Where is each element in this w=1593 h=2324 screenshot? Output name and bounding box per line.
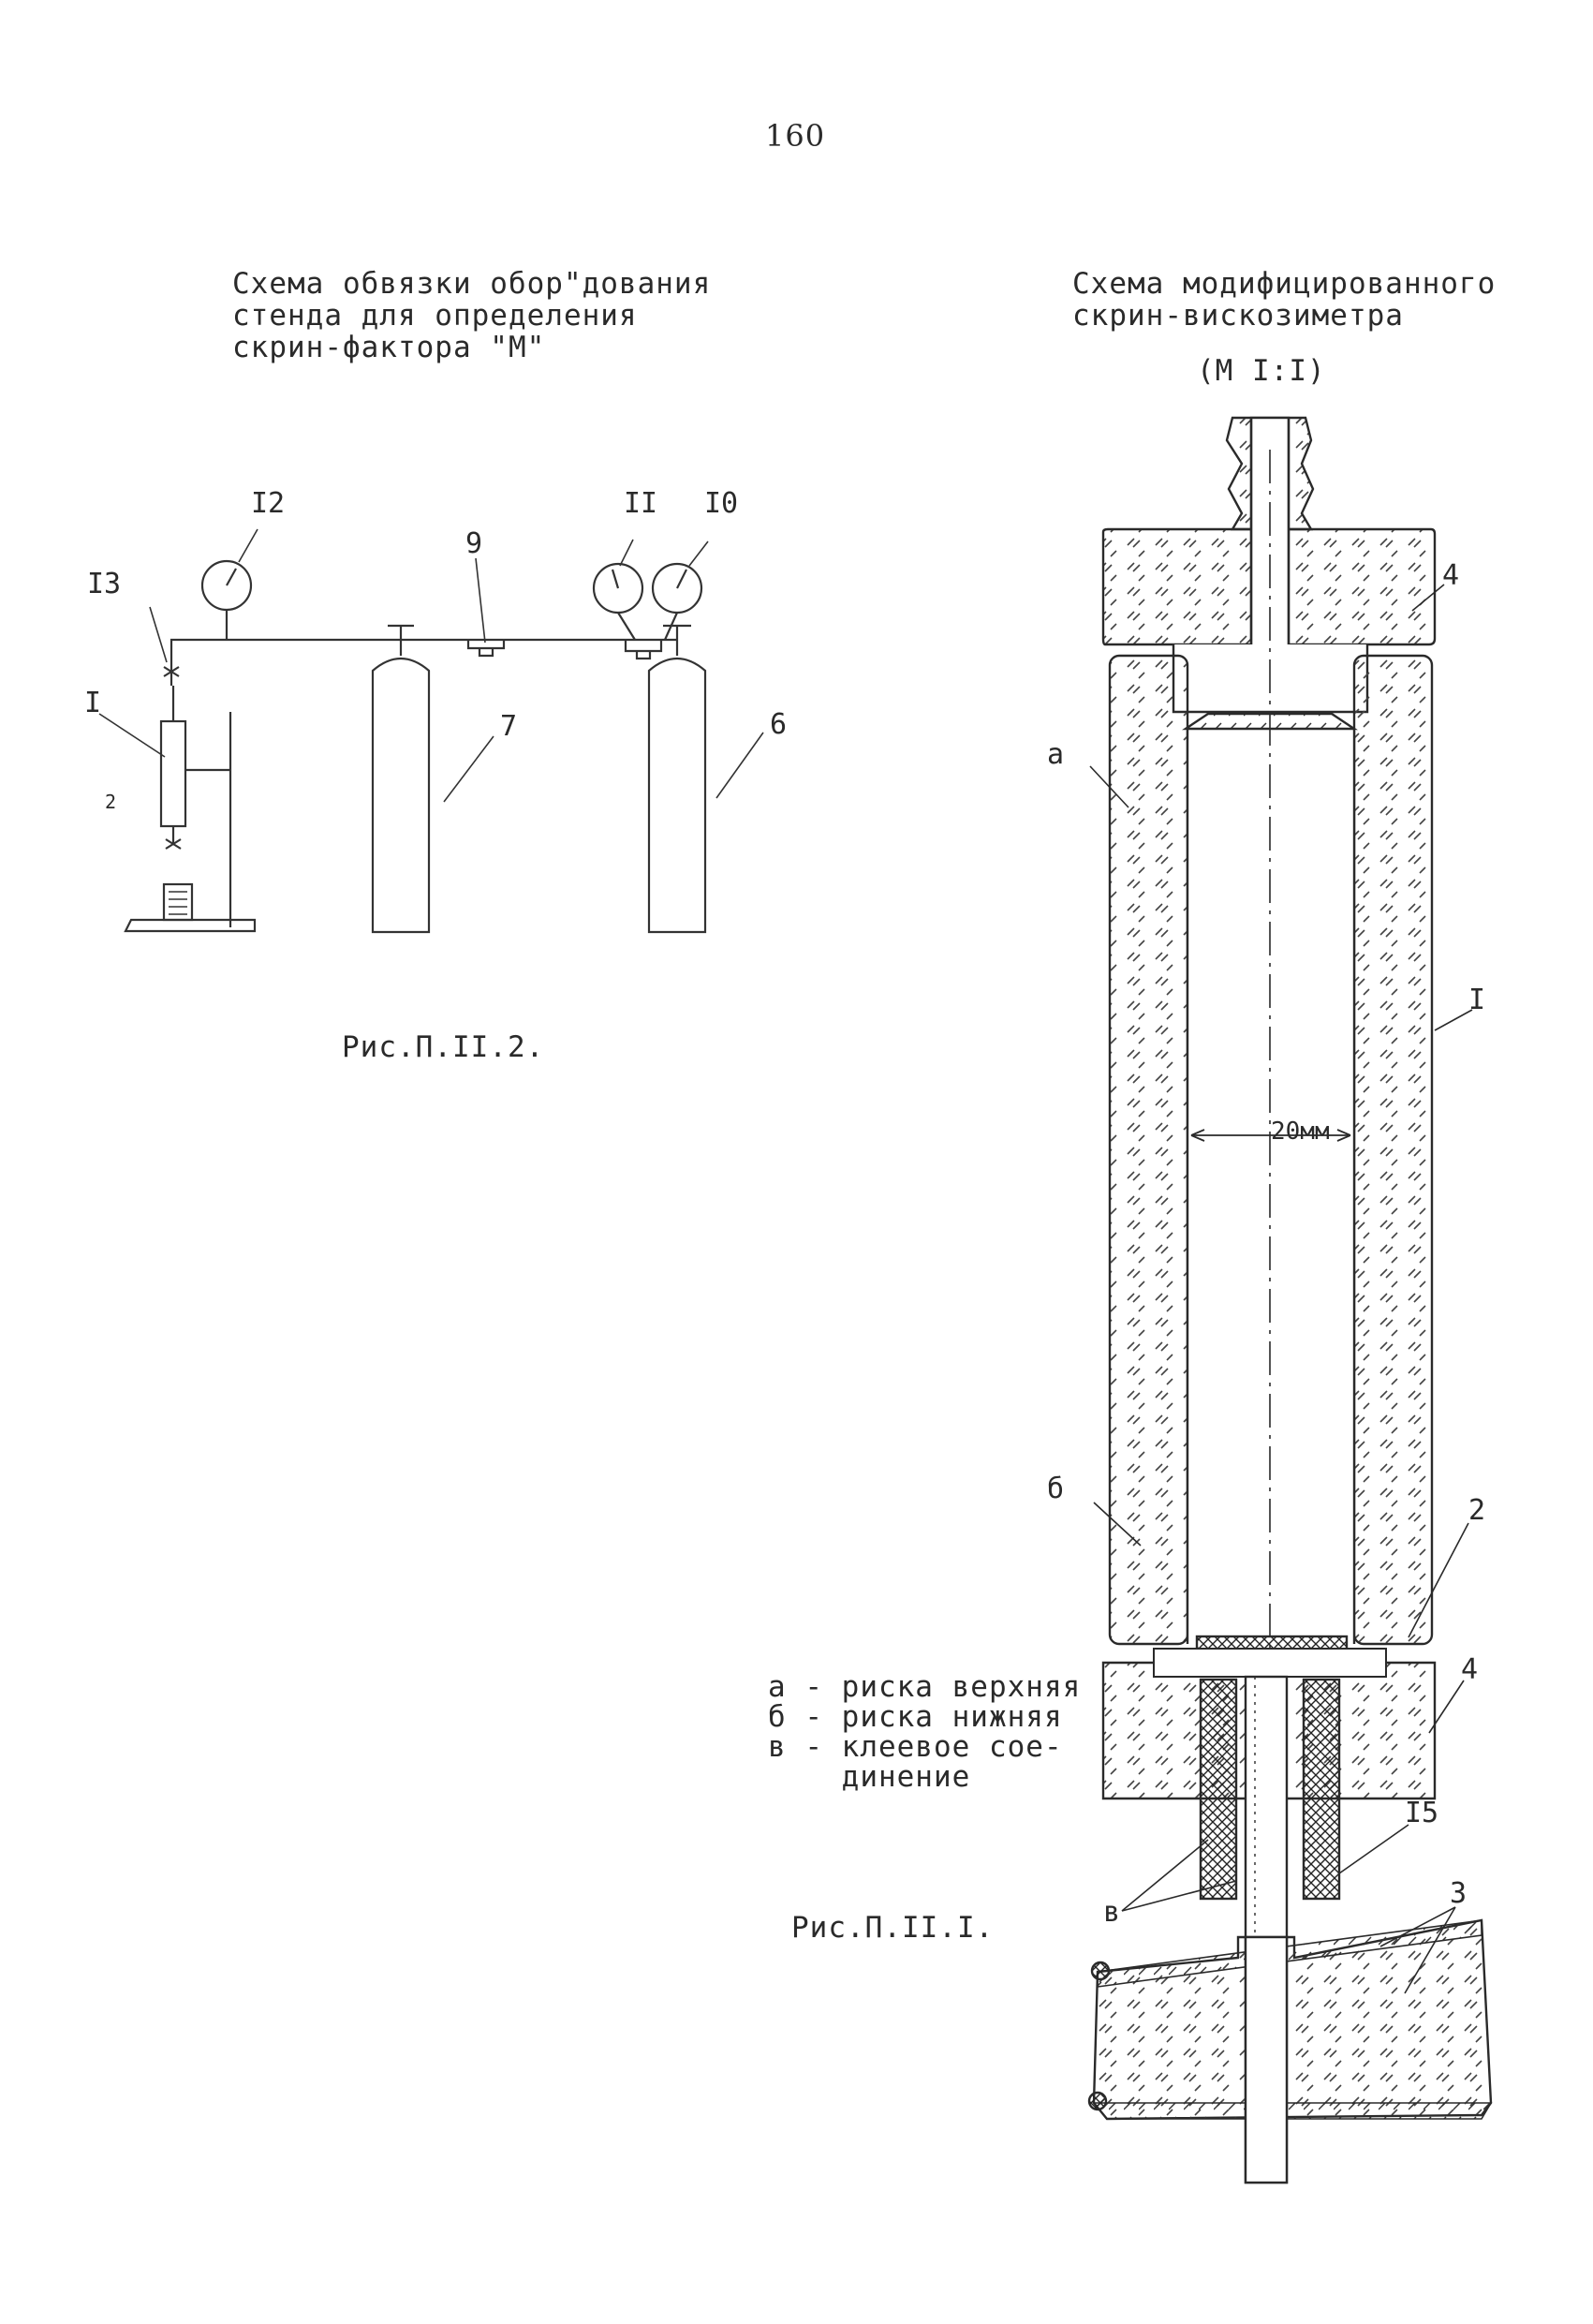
left-title-line-2: стенда для определения bbox=[232, 299, 638, 333]
valve-block bbox=[624, 640, 663, 660]
label-7: 7 bbox=[500, 710, 518, 743]
valve-13 bbox=[163, 666, 180, 677]
left-title-line-1: Схема обвязки обор"дования bbox=[232, 267, 712, 301]
legend-item-v: в - клеевое сое- bbox=[768, 1730, 1063, 1764]
gas-cylinder-7 bbox=[371, 624, 431, 934]
gas-cylinder-6 bbox=[647, 624, 707, 934]
label-9: 9 bbox=[465, 527, 483, 560]
label-4-bottom: 4 bbox=[1461, 1653, 1479, 1686]
label-12: I2 bbox=[251, 487, 286, 520]
label-3: 3 bbox=[1450, 1877, 1468, 1910]
legend-item-a: а - риска верхняя bbox=[768, 1670, 1082, 1704]
reducer-9 bbox=[466, 640, 506, 658]
glue-joint-left bbox=[1199, 1678, 1238, 1901]
glue-joint-right bbox=[1302, 1678, 1341, 1901]
dimension-label: 20мм bbox=[1271, 1118, 1330, 1146]
label-a: а bbox=[1047, 738, 1065, 771]
label-b: б bbox=[1047, 1473, 1065, 1505]
label-6: 6 bbox=[770, 708, 788, 741]
label-15: I5 bbox=[1405, 1797, 1439, 1829]
label-11: II bbox=[624, 487, 658, 520]
stand-base bbox=[124, 918, 257, 933]
right-title-line-2: скрин-вискозиметра bbox=[1072, 299, 1404, 333]
tube-wall-left bbox=[1108, 654, 1189, 1646]
right-title-line-1: Схема модифицированного bbox=[1072, 267, 1497, 301]
tube-wall-right bbox=[1352, 654, 1434, 1646]
label-v: в bbox=[1103, 1896, 1121, 1929]
left-title-line-3: скрин-фактора "М" bbox=[232, 331, 546, 364]
page-number: 160 bbox=[765, 118, 826, 154]
viscometer-1 bbox=[159, 719, 187, 828]
label-10: I0 bbox=[704, 487, 739, 520]
left-figure-caption: Рис.П.II.2. bbox=[342, 1030, 545, 1064]
label-2: 2 bbox=[105, 791, 117, 813]
label-2-screen: 2 bbox=[1468, 1494, 1486, 1527]
label-4-top: 4 bbox=[1442, 559, 1460, 592]
screen-mesh-2 bbox=[1195, 1635, 1349, 1651]
stand-piping-scheme bbox=[98, 528, 764, 934]
legend-item-v-cont: динение bbox=[768, 1760, 971, 1794]
scale-label: (М I:I) bbox=[1197, 354, 1326, 388]
legend-item-b: б - риска нижняя bbox=[768, 1700, 1063, 1734]
viscometer-drawing bbox=[1087, 416, 1493, 2184]
right-figure-caption: Рис.П.II.I. bbox=[791, 1911, 995, 1945]
main-pipeline bbox=[170, 638, 677, 686]
label-1: I bbox=[84, 687, 102, 719]
beaker bbox=[162, 882, 194, 922]
label-I: I bbox=[1468, 984, 1486, 1016]
label-13: I3 bbox=[87, 568, 122, 600]
